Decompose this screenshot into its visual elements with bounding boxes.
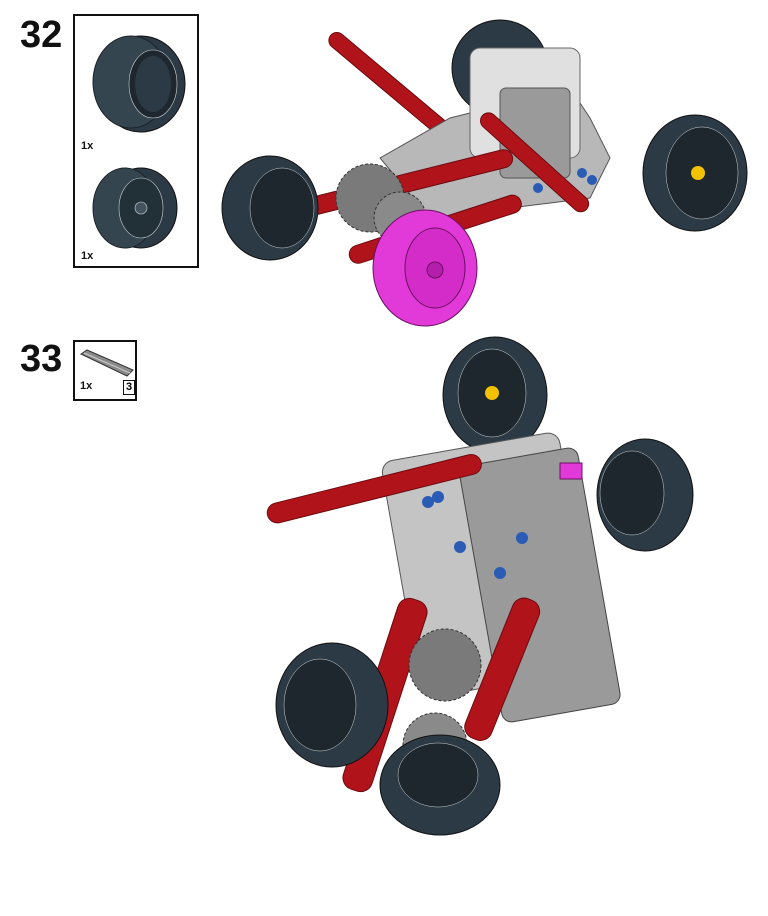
parts-list: 1x 3 xyxy=(73,340,137,401)
step-number: 32 xyxy=(20,14,63,56)
tire-part-image xyxy=(92,35,186,133)
step-number: 33 xyxy=(20,338,63,380)
step-33-model-illustration xyxy=(266,336,694,836)
axle-length-badge: 3 xyxy=(123,380,135,395)
part-quantity: 1x xyxy=(81,250,94,262)
part-quantity: 1x xyxy=(80,380,93,392)
parts-list: 1x 1x xyxy=(73,14,199,268)
step-32-model-illustration xyxy=(221,19,748,327)
part-quantity: 1x xyxy=(81,140,94,152)
axle-part-image xyxy=(79,349,134,377)
rim-part-image xyxy=(92,167,178,249)
